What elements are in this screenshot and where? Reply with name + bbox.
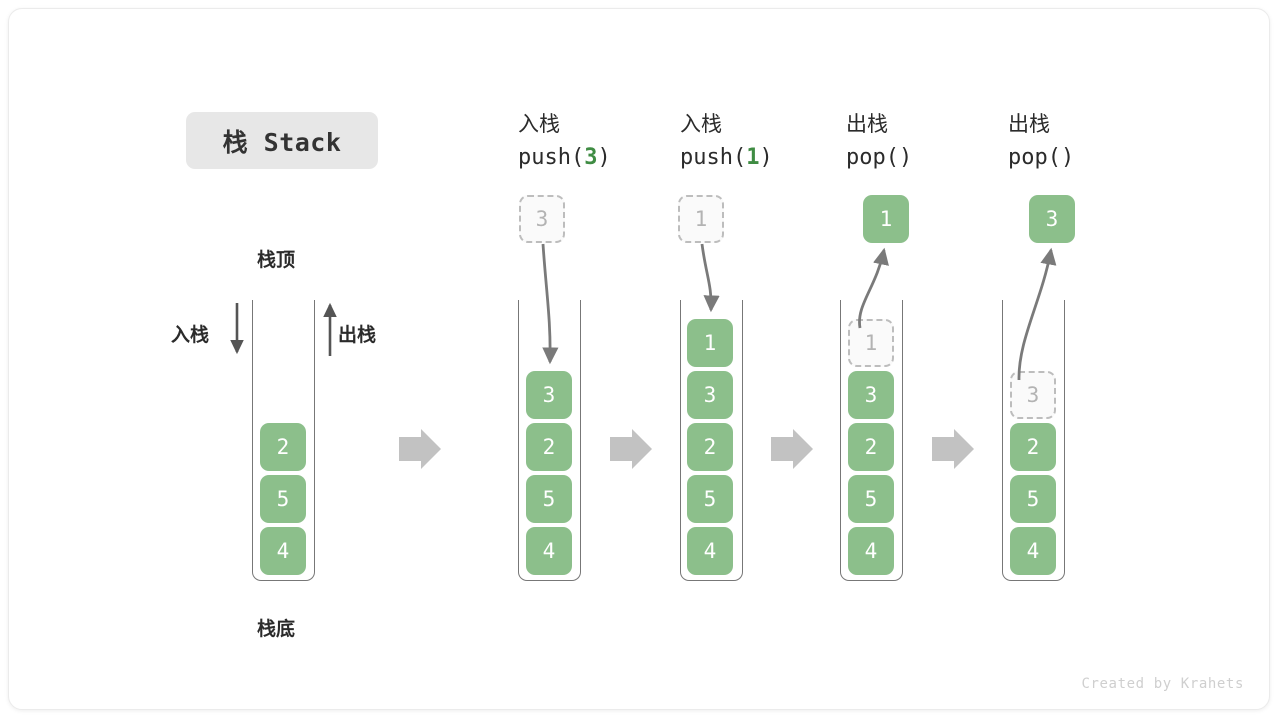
stack-bottom-label: 栈底 bbox=[257, 618, 296, 640]
detached-cell-push-1: 1 bbox=[678, 195, 724, 243]
stack-cell: 5 bbox=[526, 475, 572, 523]
stack-cell: 1 bbox=[848, 319, 894, 367]
stack-container-push-3 bbox=[518, 300, 581, 581]
stack-cell: 5 bbox=[687, 475, 733, 523]
column-op-code-pop-3: pop() bbox=[1008, 145, 1075, 170]
stack-cell: 4 bbox=[848, 527, 894, 575]
stack-container-push-1 bbox=[680, 300, 743, 581]
stack-cell: 2 bbox=[848, 423, 894, 471]
stack-cell: 5 bbox=[1010, 475, 1056, 523]
column-header-pop-1: 出栈 pop() bbox=[846, 107, 912, 175]
column-op-label-push-3: 入栈 bbox=[518, 112, 560, 136]
stack-cell: 3 bbox=[687, 371, 733, 419]
code-prefix: push( bbox=[518, 145, 585, 170]
stack-cell: 4 bbox=[1010, 527, 1056, 575]
detached-cell-pop-1: 1 bbox=[863, 195, 909, 243]
code-arg: 1 bbox=[746, 145, 760, 170]
column-header-pop-3: 出栈 pop() bbox=[1008, 107, 1074, 175]
pop-direction-label: 出栈 bbox=[338, 324, 377, 346]
stack-cell: 1 bbox=[687, 319, 733, 367]
column-header-push-1: 入栈 push(1) bbox=[680, 107, 773, 175]
code-arg: 3 bbox=[584, 145, 598, 170]
stack-cell: 2 bbox=[1010, 423, 1056, 471]
stack-cell: 3 bbox=[526, 371, 572, 419]
stack-cell: 4 bbox=[687, 527, 733, 575]
column-header-push-3: 入栈 push(3) bbox=[518, 107, 611, 175]
stack-cell: 3 bbox=[1010, 371, 1056, 419]
push-direction-label: 入栈 bbox=[171, 324, 210, 346]
stack-cell: 4 bbox=[526, 527, 572, 575]
stack-cell: 3 bbox=[848, 371, 894, 419]
column-op-code-push-3: push(3) bbox=[518, 141, 611, 175]
stack-container-initial bbox=[252, 300, 315, 581]
code-prefix: push( bbox=[680, 145, 747, 170]
stack-container-pop-3 bbox=[1002, 300, 1065, 581]
stack-cell: 5 bbox=[260, 475, 306, 523]
column-op-label-push-1: 入栈 bbox=[680, 112, 722, 136]
stack-cell: 4 bbox=[260, 527, 306, 575]
stack-container-pop-1 bbox=[840, 300, 903, 581]
stack-top-label: 栈顶 bbox=[257, 249, 296, 271]
code-suffix: ) bbox=[759, 145, 773, 170]
credit-label: Created by Krahets bbox=[1081, 676, 1244, 692]
title-badge: 栈 Stack bbox=[186, 112, 378, 169]
detached-cell-pop-3: 3 bbox=[1029, 195, 1075, 243]
detached-cell-push-3: 3 bbox=[519, 195, 565, 243]
column-op-code-push-1: push(1) bbox=[680, 141, 773, 175]
column-op-code-pop-1: pop() bbox=[846, 145, 913, 170]
stack-cell: 2 bbox=[260, 423, 306, 471]
column-op-label-pop-3: 出栈 bbox=[1008, 112, 1050, 136]
stack-cell: 2 bbox=[526, 423, 572, 471]
stack-cell: 2 bbox=[687, 423, 733, 471]
column-op-label-pop-1: 出栈 bbox=[846, 112, 888, 136]
code-suffix: ) bbox=[597, 145, 611, 170]
stack-cell: 5 bbox=[848, 475, 894, 523]
